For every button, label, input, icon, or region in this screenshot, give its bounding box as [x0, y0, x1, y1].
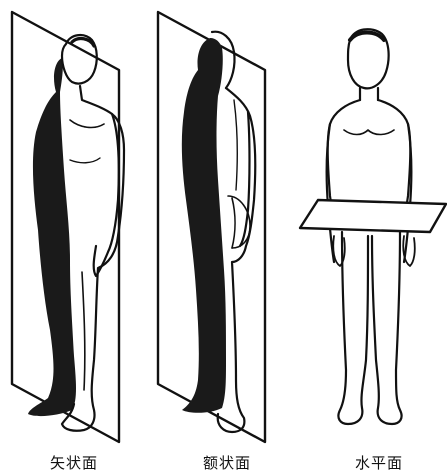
sagittal-shadow [28, 58, 76, 416]
coronal-shadow [182, 38, 226, 413]
transverse-plane [300, 200, 446, 232]
coronal-plane-caption: 额状面 [203, 452, 251, 473]
sagittal-figure [12, 12, 124, 442]
transverse-plane-caption: 水平面 [355, 452, 403, 473]
coronal-figure [158, 12, 265, 442]
sagittal-plane-caption: 矢状面 [50, 452, 98, 473]
transverse-figure [300, 29, 446, 424]
